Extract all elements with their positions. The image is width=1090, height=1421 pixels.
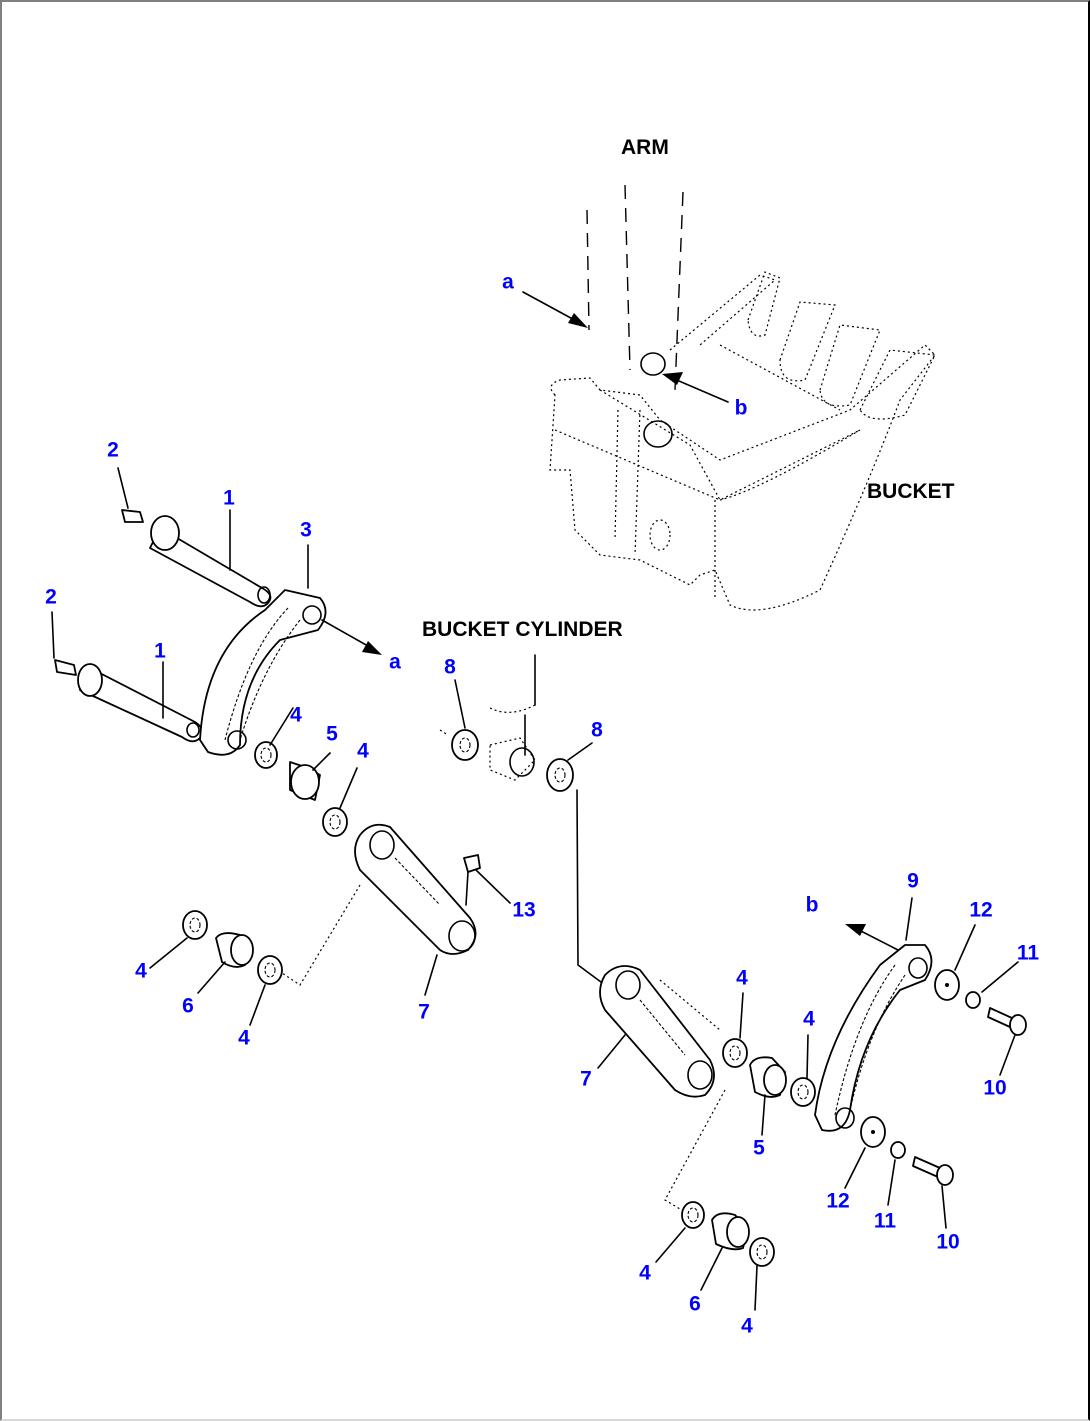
callout-4-f: 4 <box>803 1007 815 1031</box>
callout-11-upper: 11 <box>1016 941 1040 965</box>
link-9 <box>814 897 933 1132</box>
washer-11-upper <box>965 961 1019 1009</box>
bolt-10-lower <box>912 1156 954 1229</box>
seal-4g <box>655 1201 705 1263</box>
callout-4-e: 4 <box>736 966 748 990</box>
bushing-6b <box>700 1212 750 1291</box>
callout-4-g: 4 <box>639 1261 651 1285</box>
callout-2-lower: 2 <box>45 585 57 609</box>
grease-fitting-13 <box>463 854 511 906</box>
callout-8-right: 8 <box>591 718 603 742</box>
label-bucket: BUCKET <box>867 480 955 503</box>
callout-6-b: 6 <box>689 1292 701 1316</box>
arm-centerlines <box>586 184 684 391</box>
view-letter-b-top: b <box>734 396 748 420</box>
callout-5-a: 5 <box>326 722 338 746</box>
label-bucket-cylinder: BUCKET CYLINDER <box>422 618 623 641</box>
seal-4c <box>149 910 208 969</box>
view-arrow-b-top <box>662 372 729 403</box>
seal-4a <box>254 707 294 769</box>
callout-4-d: 4 <box>238 1026 250 1050</box>
seal-4b <box>322 767 358 837</box>
bucket-drawing <box>549 271 936 611</box>
pin-upper <box>149 509 272 608</box>
shim-8-left <box>439 679 479 761</box>
bucket-cylinder-end <box>489 654 536 781</box>
seal-4d <box>249 955 283 1026</box>
link-7-left <box>269 823 477 996</box>
callout-8-left: 8 <box>444 655 456 679</box>
seal-4f <box>790 1034 816 1107</box>
plate-12-lower <box>844 1116 886 1189</box>
plate-12-upper <box>934 924 976 1001</box>
shim-8-right <box>546 742 606 986</box>
bushing-6a <box>197 932 254 994</box>
callout-10-lower: 10 <box>936 1230 960 1254</box>
bolt-10-upper <box>987 1007 1027 1076</box>
view-letter-a-top: a <box>502 270 514 294</box>
washer-11-lower <box>887 1141 906 1206</box>
seal-4e <box>722 992 748 1068</box>
grease-fitting-upper <box>117 467 144 523</box>
pin-lower <box>77 661 204 743</box>
callout-1-upper: 1 <box>223 486 235 510</box>
callout-12-upper: 12 <box>969 898 993 922</box>
callout-11-lower: 11 <box>873 1209 897 1233</box>
view-letter-b-link: b <box>805 893 819 917</box>
callout-2-upper: 2 <box>107 438 119 462</box>
callout-7-left: 7 <box>418 1000 430 1024</box>
view-arrow-a-top <box>522 291 588 328</box>
callout-6-a: 6 <box>182 994 194 1018</box>
callout-5-b: 5 <box>753 1136 765 1160</box>
label-arm: ARM <box>621 136 669 159</box>
callout-13: 13 <box>512 898 536 922</box>
link-3 <box>199 544 382 756</box>
bushing-5a <box>289 752 331 801</box>
callout-12-lower: 12 <box>826 1189 850 1213</box>
callout-4-h: 4 <box>741 1314 753 1338</box>
grease-fitting-lower <box>51 611 77 676</box>
callout-3: 3 <box>300 518 312 542</box>
callout-4-c: 4 <box>135 959 147 983</box>
callout-4-a: 4 <box>290 703 302 727</box>
link-7-right <box>597 965 726 1216</box>
bushing-5b <box>749 1056 787 1136</box>
callout-4-b: 4 <box>357 739 369 763</box>
view-letter-a-link: a <box>389 650 401 674</box>
callout-10-upper: 10 <box>983 1076 1007 1100</box>
callout-1-lower: 1 <box>154 639 166 663</box>
callout-9: 9 <box>907 869 919 893</box>
callout-7-right: 7 <box>580 1067 592 1091</box>
seal-4h <box>749 1237 775 1311</box>
